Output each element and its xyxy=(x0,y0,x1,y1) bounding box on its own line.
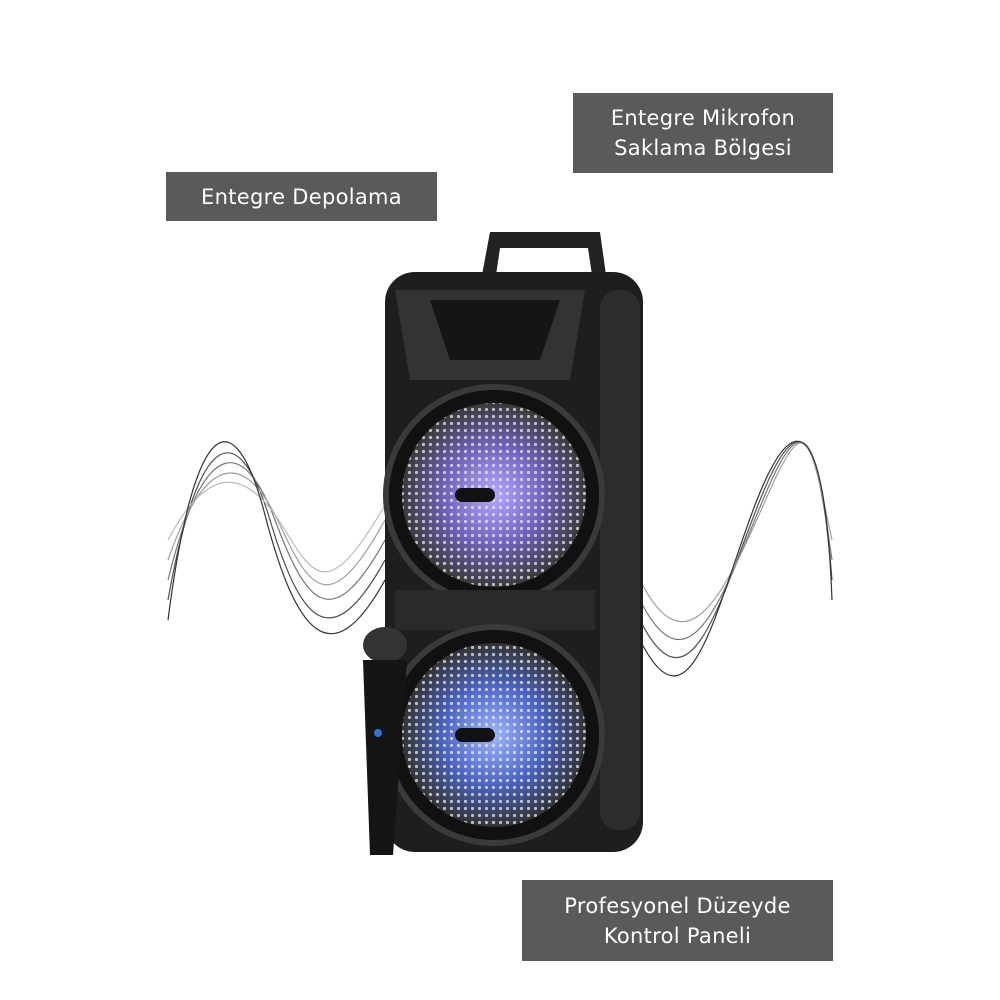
brand-logo-top xyxy=(455,488,495,502)
control-panel-label-line1: Profesyonel Düzeyde xyxy=(564,893,791,918)
woofer-bottom xyxy=(383,624,605,846)
storage-label-text: Entegre Depolama xyxy=(201,184,402,209)
sound-wave-right xyxy=(639,440,833,677)
microphone xyxy=(363,627,407,855)
control-panel-label: Profesyonel Düzeyde Kontrol Paneli xyxy=(522,880,833,961)
control-panel-label-line2: Kontrol Paneli xyxy=(603,923,752,948)
mic-storage-label: Entegre Mikrofon Saklama Bölgesi xyxy=(573,93,833,173)
speaker-handle xyxy=(482,232,606,275)
mic-storage-label-line2: Saklama Bölgesi xyxy=(614,136,792,160)
storage-label: Entegre Depolama xyxy=(166,172,437,221)
woofer-top xyxy=(383,384,605,606)
sound-wave-left xyxy=(167,441,386,635)
brand-logo-bottom xyxy=(455,728,495,742)
mic-storage-label-line1: Entegre Mikrofon xyxy=(610,106,796,130)
